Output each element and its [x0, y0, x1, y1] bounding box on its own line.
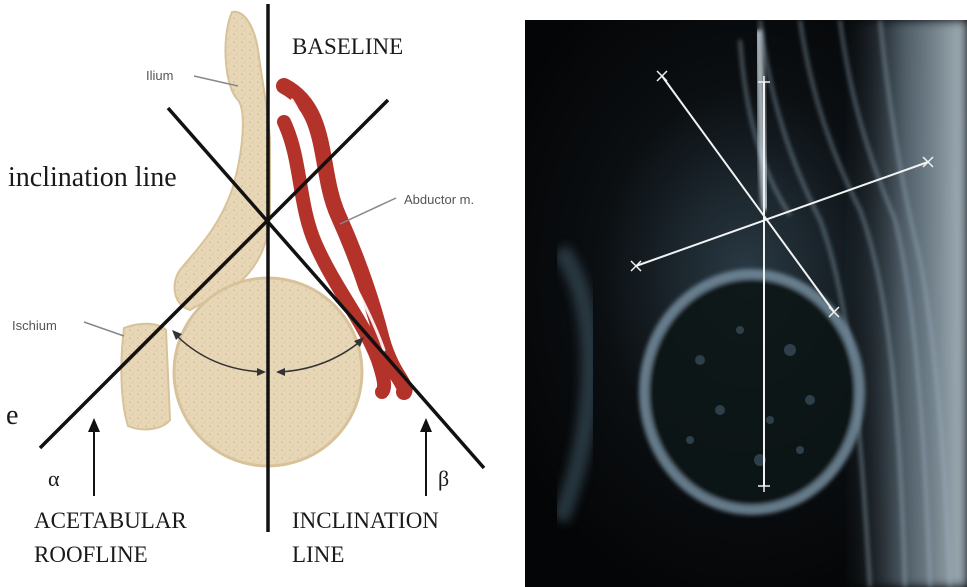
acetabular-arrow-head — [88, 418, 100, 432]
abductor-pointer — [340, 198, 396, 224]
ischium-label: Ischium — [12, 318, 57, 333]
abductor-label: Abductor m. — [404, 192, 474, 207]
baseline-label: BASELINE — [292, 34, 403, 59]
soft-tissue-band — [840, 20, 967, 587]
ischium-bone — [121, 324, 170, 430]
inclination-line-label: inclination line — [8, 162, 177, 193]
alpha-label: α — [48, 466, 60, 491]
anatomy-schematic: BASELINE inclination line Ilium Abductor… — [6, 4, 484, 567]
inclination-line-label-line1: INCLINATION — [292, 508, 439, 533]
panel-letter-e: e — [6, 400, 18, 431]
inclination-line-label-line2: LINE — [292, 542, 344, 567]
acetabular-roofline-label-line1: ACETABULAR — [34, 508, 187, 533]
us-femoral-head — [644, 274, 860, 510]
inclination-arrow-head — [420, 418, 432, 432]
ilium-label: Ilium — [146, 68, 173, 83]
ischium-pointer — [84, 322, 124, 336]
beta-label: β — [438, 466, 449, 491]
ultrasound-image — [525, 20, 967, 587]
acetabular-roofline-label-line2: ROOFLINE — [34, 542, 148, 567]
